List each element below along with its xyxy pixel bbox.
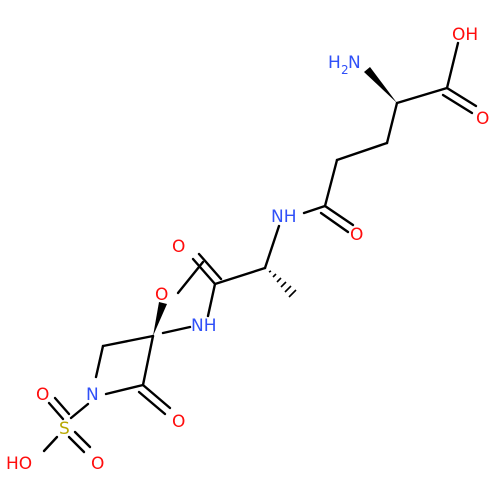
bond-ring-quat-ch2 bbox=[101, 334, 155, 348]
atom-sulfonyl-o-right: O bbox=[91, 454, 104, 474]
bond-lactam-co-2 bbox=[137, 390, 167, 416]
atom-acid-o: O bbox=[476, 109, 489, 129]
bond-nh-quat bbox=[161, 325, 192, 335]
bond-amide2-co-1 bbox=[191, 257, 217, 286]
bond-methoxy-methyl bbox=[176, 260, 205, 295]
bond-amide1-co-2 bbox=[319, 211, 350, 234]
bond-s-oh bbox=[42, 435, 59, 453]
hashed-wedge-ala-methyl bbox=[268, 270, 297, 298]
atom-amide1-nh: NH bbox=[271, 207, 297, 227]
bond-ring-co-quat bbox=[141, 334, 155, 387]
atom-amine-n: N bbox=[348, 53, 361, 73]
atom-sulfonyl-o-top: O bbox=[36, 385, 49, 405]
bond-beta-gamma bbox=[335, 141, 389, 162]
bond-so-top-2 bbox=[53, 396, 71, 416]
atom-label-layer: OH O H 2 N NH O O O NH N O S O O HO bbox=[6, 25, 489, 474]
bond-alpha-acid bbox=[395, 86, 449, 105]
atom-sulfur: S bbox=[59, 419, 70, 439]
atom-amide2-o: O bbox=[172, 237, 185, 257]
bond-nh-ala bbox=[263, 224, 281, 270]
bond-layer bbox=[42, 41, 478, 454]
bond-amide2-co-2 bbox=[197, 252, 223, 281]
atom-acid-oh: OH bbox=[452, 25, 478, 45]
bond-so-right-1 bbox=[67, 435, 86, 454]
bond-amide1-co-1 bbox=[323, 204, 355, 227]
wedge-alpha-nh2 bbox=[364, 67, 397, 103]
bond-amide2-cn bbox=[206, 282, 217, 318]
bond-ring-ch2-n bbox=[94, 344, 105, 379]
bond-gamma-amide bbox=[323, 158, 339, 208]
atom-amide1-o: O bbox=[350, 225, 363, 245]
bond-lactam-co-1 bbox=[141, 383, 172, 410]
bond-acid-oh bbox=[445, 41, 460, 90]
bond-alpha-beta bbox=[385, 101, 399, 145]
bond-so-top-1 bbox=[47, 401, 65, 421]
atom-lactam-o: O bbox=[172, 412, 185, 432]
atom-amide2-nh: NH bbox=[191, 316, 217, 336]
atom-amine-subscript: 2 bbox=[341, 63, 349, 77]
bond-amide1-cn bbox=[302, 204, 327, 215]
bond-so-right-2 bbox=[73, 430, 92, 449]
bond-acid-co-2 bbox=[441, 93, 474, 115]
atom-amine-h: H bbox=[328, 53, 341, 73]
atom-sulfonyl-ho: HO bbox=[6, 454, 32, 474]
bond-n-s bbox=[69, 402, 90, 420]
bond-ala-carbonyl bbox=[213, 266, 267, 286]
bond-acid-co-1 bbox=[445, 86, 478, 108]
bond-ring-n-co bbox=[104, 383, 145, 396]
wedge-quat-methoxy bbox=[153, 302, 167, 336]
atom-methoxy-o: O bbox=[155, 285, 168, 305]
atom-ring-n: N bbox=[86, 385, 99, 405]
